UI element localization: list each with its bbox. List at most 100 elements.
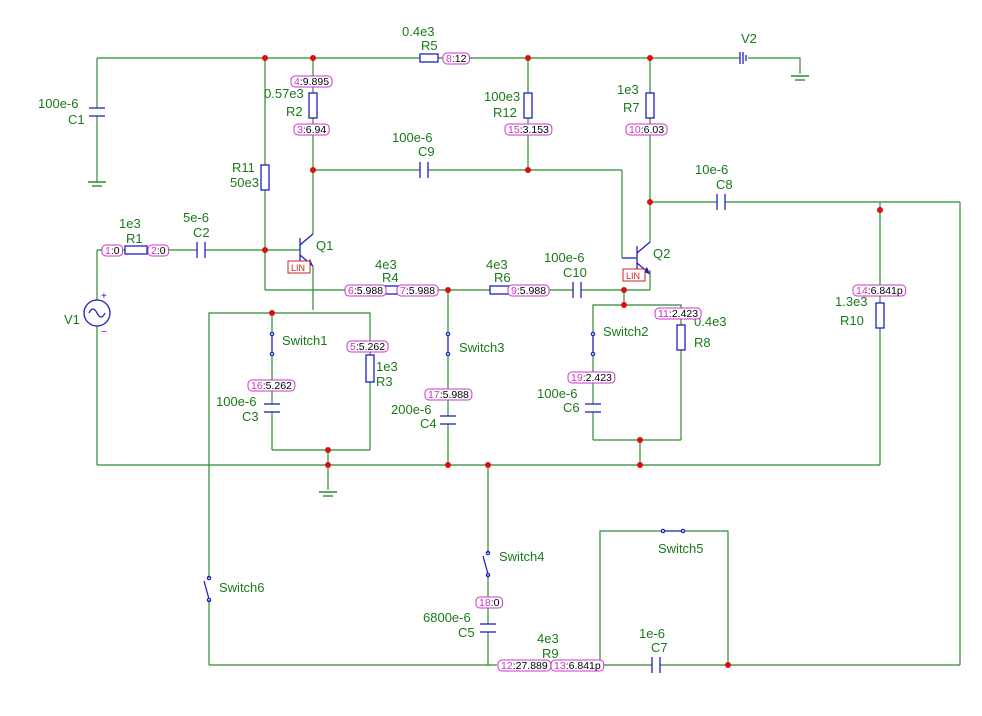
- r4-value: 4e3: [375, 257, 397, 272]
- resistor-r8[interactable]: [676, 324, 686, 351]
- resistor-r1[interactable]: [124, 245, 148, 255]
- c5-value: 6800e-6: [423, 610, 471, 625]
- r9-name: R9: [542, 646, 559, 661]
- c7-value: 1e-6: [639, 626, 665, 641]
- component-labels: 100e-6 C1 0.4e3 R5 V2 0.57e3 R2 100e3 R1…: [38, 24, 868, 661]
- r11-name: R11: [232, 160, 255, 175]
- svg-text:4:9.895: 4:9.895: [294, 76, 329, 88]
- junction-dots: [262, 55, 883, 668]
- node-label-5: 5:5.262: [346, 340, 389, 353]
- r8-value: 0.4e3: [694, 314, 727, 329]
- r3-value: 1e3: [376, 359, 398, 374]
- c2-value: 5e-6: [183, 210, 209, 225]
- node-label-18: 18:0: [475, 596, 503, 609]
- r12-value: 100e3: [484, 89, 520, 104]
- capacitor-c8[interactable]: [716, 194, 726, 210]
- svg-text:+: +: [101, 291, 107, 302]
- c10-value: 100e-6: [544, 250, 584, 265]
- r2-name: R2: [286, 104, 303, 119]
- v1-name: V1: [64, 312, 80, 327]
- switch-1[interactable]: [269, 331, 275, 357]
- q2-lin-badge: LIN: [622, 268, 646, 282]
- svg-text:12:27.889: 12:27.889: [501, 660, 548, 672]
- node-label-8: 8:12: [442, 52, 470, 65]
- capacitor-c6[interactable]: [585, 403, 601, 413]
- ac-source-v1[interactable]: + −: [83, 291, 111, 338]
- c1-name: C1: [68, 112, 85, 127]
- c4-name: C4: [420, 416, 437, 431]
- r3-name: R3: [376, 374, 393, 389]
- svg-text:10:6.03: 10:6.03: [629, 124, 664, 136]
- capacitor-c5[interactable]: [480, 623, 496, 633]
- c3-name: C3: [242, 409, 259, 424]
- resistor-r2[interactable]: [308, 92, 318, 119]
- r5-name: R5: [421, 38, 438, 53]
- switch-4[interactable]: [482, 550, 491, 578]
- r6-name: R6: [494, 270, 511, 285]
- capacitor-c4[interactable]: [440, 415, 456, 425]
- c9-value: 100e-6: [392, 130, 432, 145]
- resistor-r3[interactable]: [365, 354, 375, 383]
- switch5-label: Switch5: [658, 541, 704, 556]
- wires: [96, 57, 961, 666]
- capacitor-c7[interactable]: [651, 657, 661, 673]
- svg-text:6:5.988: 6:5.988: [348, 285, 383, 297]
- c10-name: C10: [563, 265, 587, 280]
- resistor-r10[interactable]: [875, 302, 885, 329]
- switch-5[interactable]: [660, 528, 686, 534]
- ground-symbol-c1: [88, 181, 106, 187]
- r10-name: R10: [840, 313, 864, 328]
- capacitor-c9[interactable]: [419, 162, 429, 178]
- svg-text:14:6.841p: 14:6.841p: [856, 285, 903, 297]
- resistor-r12[interactable]: [523, 92, 533, 119]
- svg-text:18:0: 18:0: [479, 597, 500, 609]
- r1-name: R1: [126, 231, 143, 246]
- svg-text:5:5.262: 5:5.262: [350, 341, 385, 353]
- r8-name: R8: [694, 335, 711, 350]
- c8-value: 10e-6: [695, 162, 728, 177]
- c2-name: C2: [193, 225, 210, 240]
- c7-name: C7: [651, 640, 668, 655]
- node-label-12: 12:27.889: [497, 659, 552, 672]
- c5-name: C5: [458, 625, 475, 640]
- c6-name: C6: [563, 400, 580, 415]
- switch3-label: Switch3: [459, 340, 505, 355]
- battery-v2[interactable]: [739, 52, 747, 64]
- capacitor-c2[interactable]: [196, 242, 206, 258]
- c6-value: 100e-6: [537, 386, 577, 401]
- c8-name: C8: [716, 177, 733, 192]
- node-label-7: 7:5.988: [396, 284, 439, 297]
- r1-value: 1e3: [119, 216, 141, 231]
- resistor-r11[interactable]: [260, 164, 270, 191]
- c9-name: C9: [418, 144, 435, 159]
- switch6-label: Switch6: [219, 580, 265, 595]
- switch-2[interactable]: [590, 331, 596, 357]
- node-label-17: 17:5.988: [424, 388, 473, 401]
- capacitor-c3[interactable]: [264, 403, 280, 413]
- resistor-r7[interactable]: [645, 92, 655, 119]
- node-label-9: 9:5.988: [507, 284, 550, 297]
- svg-text:8:12: 8:12: [446, 53, 467, 65]
- switch4-label: Switch4: [499, 549, 545, 564]
- c4-value: 200e-6: [391, 402, 431, 417]
- resistor-r5[interactable]: [419, 53, 439, 63]
- q2-name: Q2: [653, 246, 670, 261]
- r10-value: 1.3e3: [835, 294, 868, 309]
- c1-value: 100e-6: [38, 96, 78, 111]
- switch-6[interactable]: [203, 575, 212, 603]
- node-label-1: 1:0: [101, 244, 124, 257]
- svg-text:2:0: 2:0: [151, 245, 166, 257]
- capacitor-c1[interactable]: [89, 107, 105, 117]
- node-label-6: 6:5.988: [344, 284, 387, 297]
- svg-text:1:0: 1:0: [105, 245, 120, 257]
- node-label-13: 13:6.841p: [550, 659, 605, 672]
- r2-value: 0.57e3: [264, 86, 304, 101]
- r9-value: 4e3: [537, 631, 559, 646]
- q1-lin-badge: LIN: [287, 260, 311, 274]
- node-label-14: 14:6.841p: [852, 284, 907, 297]
- switch-3[interactable]: [445, 331, 451, 357]
- svg-text:−: −: [101, 327, 107, 338]
- capacitor-c10[interactable]: [572, 282, 582, 298]
